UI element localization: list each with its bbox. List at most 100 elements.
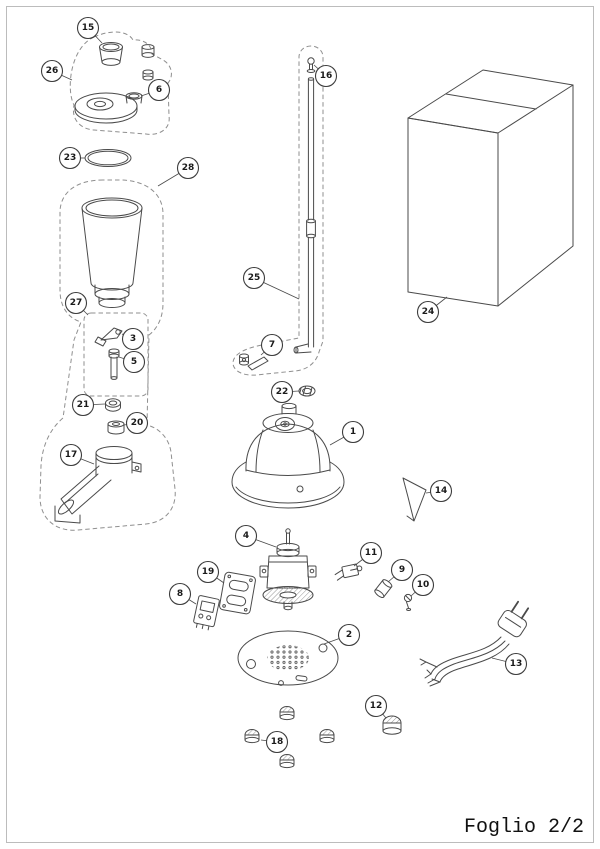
callout-12: 12 [364, 694, 388, 719]
callout-number: 28 [182, 163, 195, 173]
callout-number: 25 [248, 273, 261, 283]
callout-circle [270, 380, 294, 404]
callout-layer: 15 26 6 23 28 16 25 24 27 3 5 7 21 22 20 1 17 14 4 11 19 9 8 10… [40, 16, 528, 754]
callout-circle [359, 541, 383, 565]
callout-number: 16 [320, 71, 333, 81]
callout-circle [260, 333, 284, 357]
part-spout-assembly [54, 446, 142, 524]
callout-2: 2 [323, 623, 361, 647]
outline-lid-group [69, 31, 172, 135]
callout-number: 15 [82, 23, 95, 33]
callout-8: 8 [168, 582, 197, 606]
callout-25: 25 [242, 266, 300, 300]
callout-number: 26 [46, 66, 59, 76]
callout-circle [71, 393, 95, 417]
sheet-label: Foglio 2/2 [464, 816, 584, 839]
callout-circle [242, 266, 266, 290]
part-switch [193, 595, 220, 631]
callout-6: 6 [140, 78, 171, 102]
callout-number: 6 [156, 85, 162, 95]
part-bushing-lower [142, 69, 154, 81]
foot-top [279, 706, 295, 721]
callout-circle [176, 156, 200, 180]
callout-3: 3 [121, 327, 145, 351]
part-feet-set [244, 706, 335, 769]
outline-bracket-group [83, 312, 149, 397]
group-outlines [39, 31, 324, 531]
callout-number: 17 [65, 450, 78, 460]
callout-15: 15 [76, 16, 103, 44]
callout-1: 1 [329, 420, 365, 446]
callout-number: 5 [131, 357, 137, 367]
callout-number: 9 [399, 565, 405, 575]
part-main-housing [231, 402, 345, 509]
callout-19: 19 [196, 560, 225, 584]
callout-26: 26 [40, 59, 73, 83]
callout-number: 27 [70, 298, 83, 308]
callout-11: 11 [353, 541, 383, 567]
part-seal-ring [298, 385, 316, 397]
part-screw-small [403, 593, 413, 611]
callout-circle [341, 420, 365, 444]
part-carton-box [407, 69, 574, 307]
part-mounting-plate [219, 571, 256, 615]
callout-number: 10 [417, 580, 430, 590]
part-gasket-ring [84, 149, 132, 167]
part-bushing-upper [141, 44, 155, 58]
callout-13: 13 [491, 652, 528, 676]
callout-circle [196, 560, 220, 584]
callout-circle [125, 411, 149, 435]
callout-circle [147, 78, 171, 102]
callout-14: 14 [425, 479, 453, 503]
callout-circle [40, 59, 64, 83]
callout-7: 7 [260, 333, 284, 357]
foot-bottom [279, 754, 295, 769]
part-rubber-foot [382, 715, 402, 735]
part-rod [293, 77, 316, 354]
callout-circle [58, 146, 82, 170]
part-power-cord [419, 600, 530, 687]
outline-rod-group [232, 45, 324, 376]
callout-18: 18 [260, 730, 289, 754]
part-micro-switch-bracket [239, 353, 269, 371]
callout-24: 24 [416, 296, 448, 324]
callout-circle [76, 16, 100, 40]
callout-number: 4 [243, 531, 249, 541]
callout-circle [121, 327, 145, 351]
callout-circle [364, 694, 388, 718]
callout-number: 1 [350, 427, 356, 437]
callout-28: 28 [157, 156, 200, 187]
part-top-screw [306, 57, 316, 73]
part-lid [74, 92, 143, 124]
callout-number: 12 [370, 701, 383, 711]
callout-27: 27 [64, 291, 89, 316]
callout-number: 22 [276, 387, 289, 397]
callout-20: 20 [123, 411, 149, 435]
callout-circle [234, 524, 258, 548]
callout-circle [314, 64, 338, 88]
part-base-plate [237, 630, 339, 686]
part-motor [259, 528, 317, 611]
part-pin [108, 348, 120, 380]
part-terminal-clip [334, 563, 363, 581]
part-nut [105, 398, 121, 412]
callout-number: 23 [64, 153, 77, 163]
callout-circle [416, 300, 440, 324]
callout-circle [265, 730, 289, 754]
part-hopper [81, 197, 143, 308]
page-border [6, 6, 594, 843]
foot-right [319, 729, 335, 744]
callout-circle [168, 582, 192, 606]
callout-17: 17 [59, 443, 95, 467]
callout-number: 2 [346, 630, 352, 640]
callout-circle [411, 573, 435, 597]
part-adjust-bracket [94, 327, 123, 347]
callout-circle [64, 291, 88, 315]
callout-number: 7 [269, 340, 275, 350]
callout-5: 5 [118, 350, 146, 374]
outline-hopper-spout-group [39, 179, 176, 531]
callout-16: 16 [313, 64, 338, 88]
callout-number: 21 [77, 400, 90, 410]
